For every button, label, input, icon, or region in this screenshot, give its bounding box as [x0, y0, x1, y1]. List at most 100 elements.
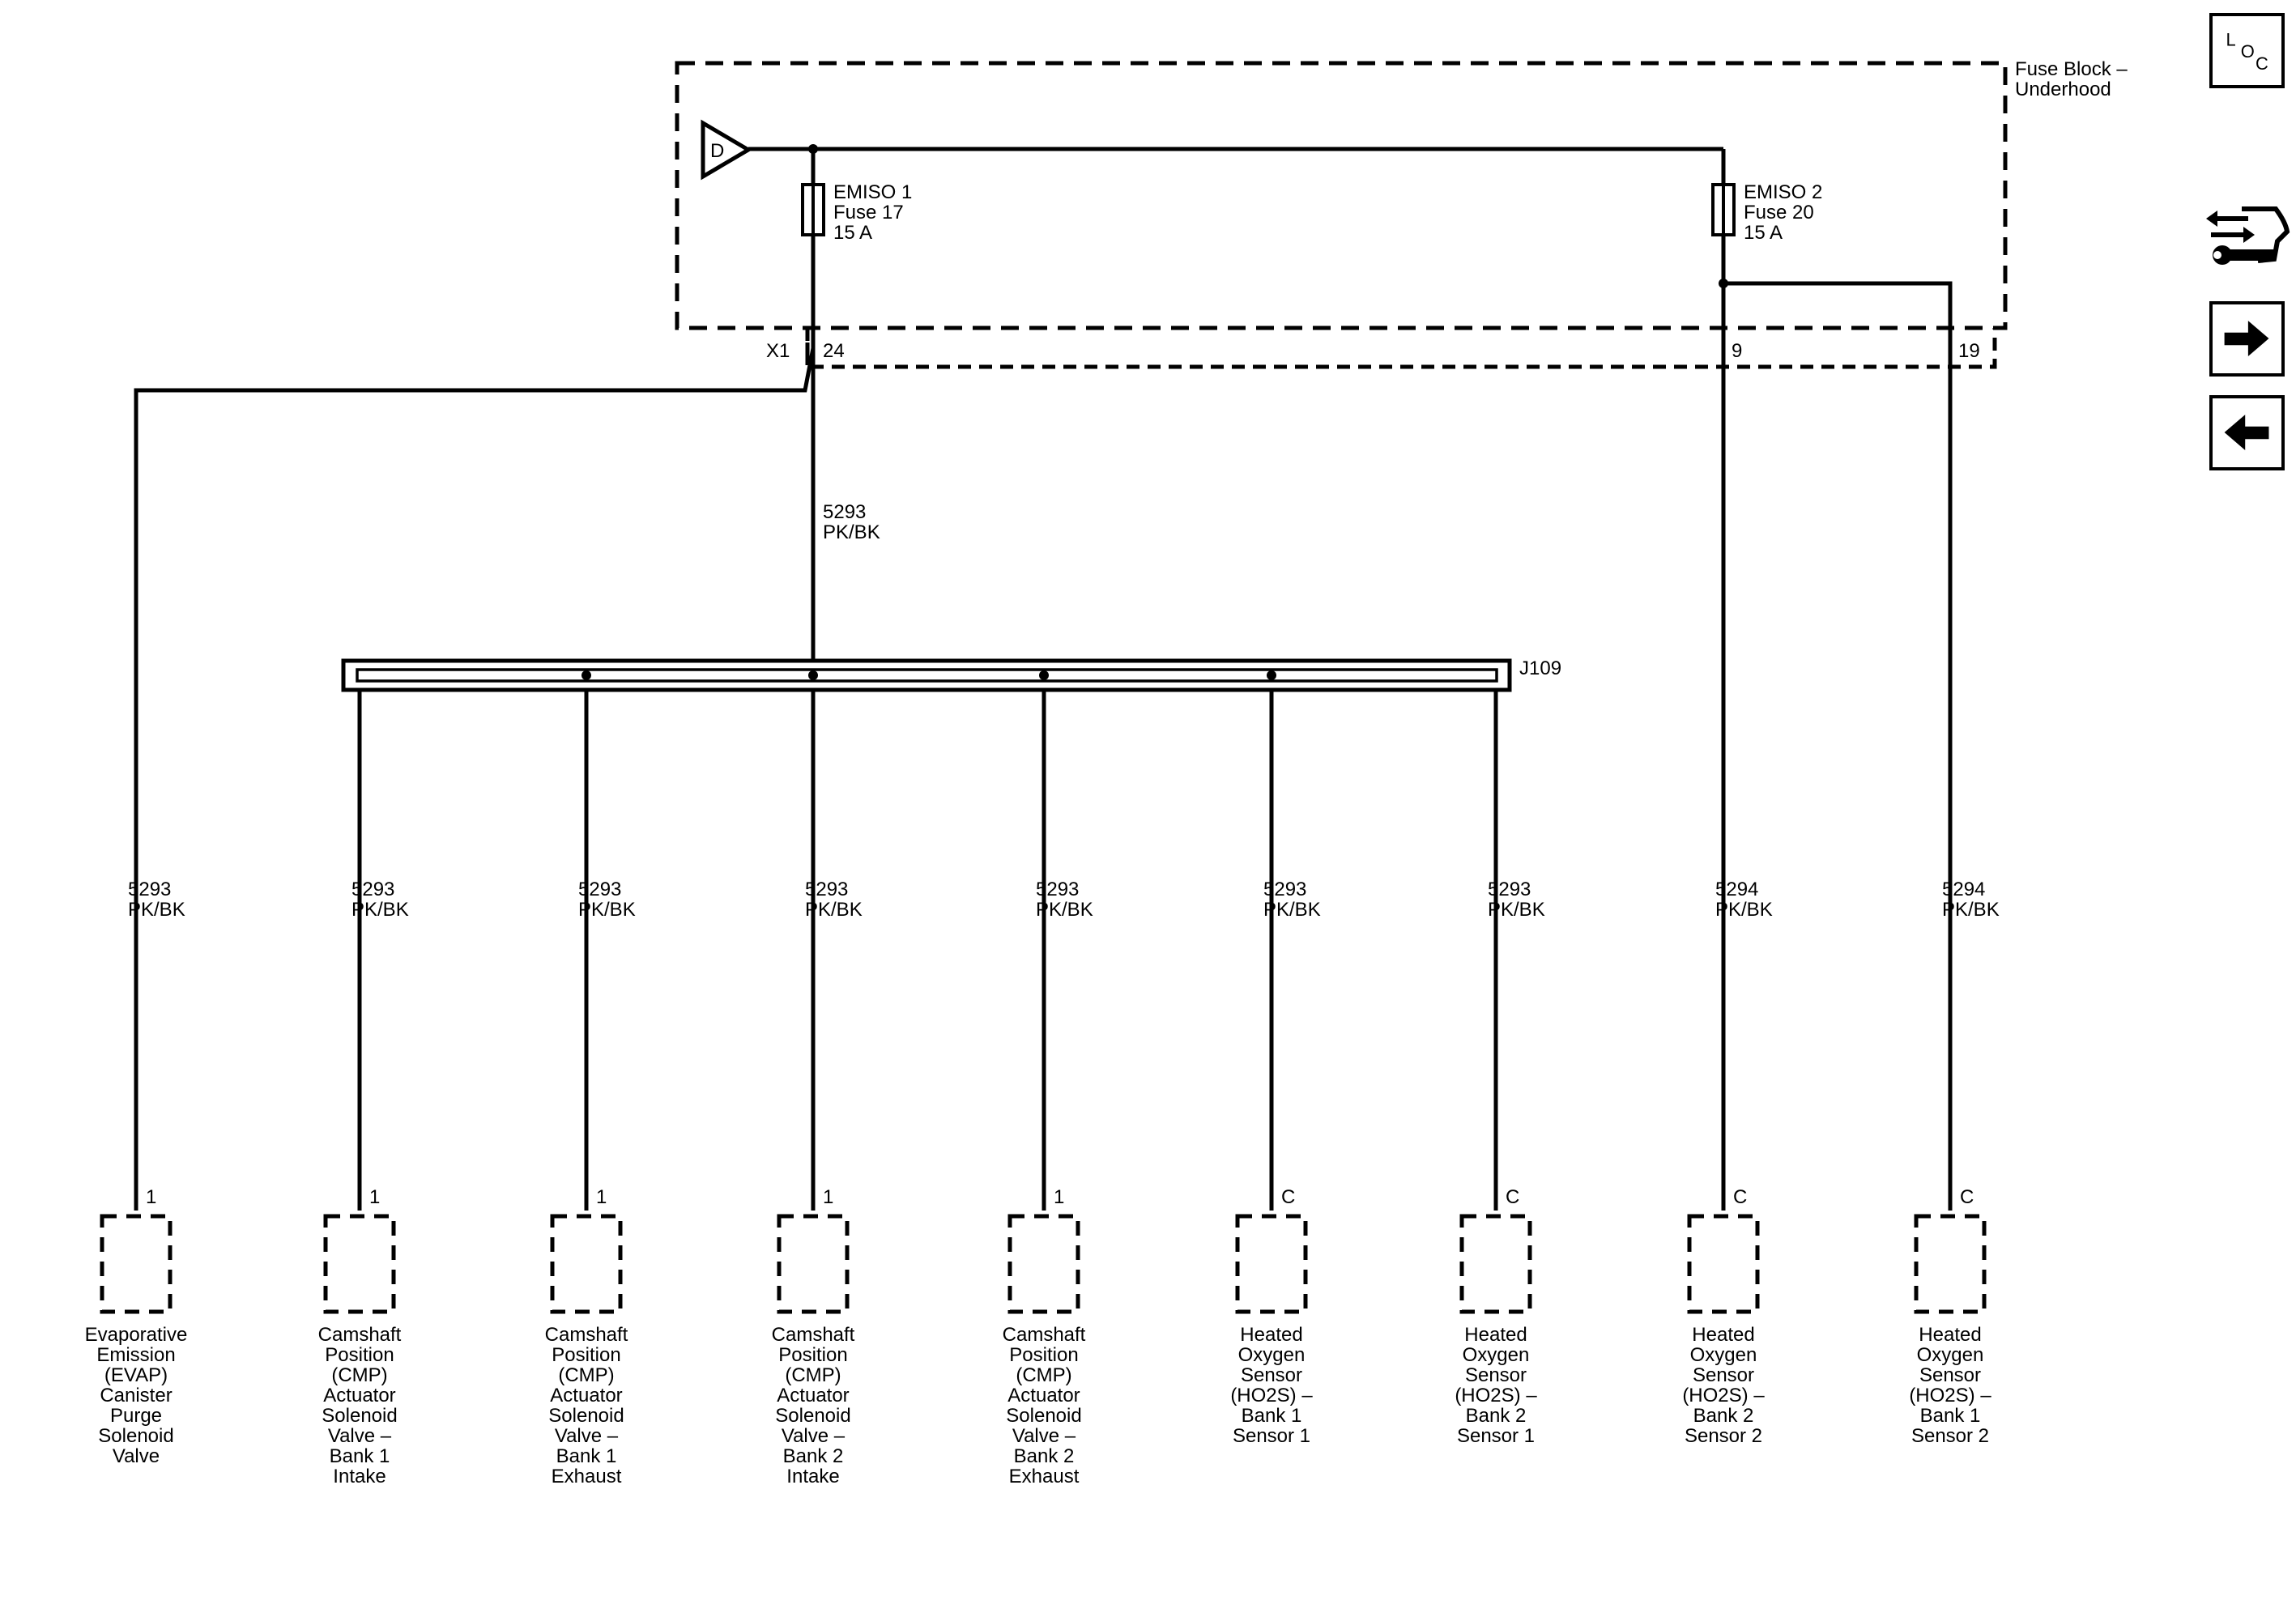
- component-outline: [323, 1214, 396, 1314]
- component-outline: [1235, 1214, 1308, 1314]
- trunk-circuit: 5293: [823, 501, 866, 523]
- component-label-line: Camshaft: [318, 1324, 402, 1346]
- component-label-line: (HO2S) –: [1455, 1385, 1537, 1406]
- location-button[interactable]: L O C: [2209, 13, 2285, 88]
- component-5: 5293PK/BK1CamshaftPosition(CMP)ActuatorS…: [1003, 879, 1093, 1487]
- component-label-line: Position: [778, 1344, 847, 1366]
- component-outline: [1914, 1214, 1987, 1314]
- pin-label: C: [1733, 1186, 1747, 1208]
- fuse-emiso-1: EMISO 1 Fuse 17 15 A: [801, 181, 912, 244]
- wire-circuit: 5293: [1263, 879, 1306, 900]
- component-label-line: Bank 1: [556, 1445, 617, 1467]
- pin-label: 1: [146, 1186, 156, 1208]
- component-label-line: Heated: [1692, 1324, 1754, 1346]
- component-label-line: (HO2S) –: [1682, 1385, 1765, 1406]
- component-label-line: Sensor: [1693, 1364, 1754, 1386]
- component-label-line: Position: [325, 1344, 394, 1366]
- component-label-line: Solenoid: [1006, 1405, 1081, 1427]
- component-label-line: Oxygen: [1917, 1344, 1984, 1366]
- component-1: 5293PK/BK1EvaporativeEmission(EVAP)Canis…: [85, 879, 188, 1467]
- component-label-line: Oxygen: [1690, 1344, 1757, 1366]
- source-triangle-icon: D: [701, 119, 752, 181]
- fuse-block-title-2: Underhood: [2015, 79, 2111, 100]
- component-label-line: Actuator: [323, 1385, 395, 1406]
- component-label-line: Valve –: [328, 1425, 392, 1447]
- component-label-line: (EVAP): [104, 1364, 168, 1386]
- source-symbol: D: [710, 140, 724, 162]
- component-label-line: Bank 1: [1920, 1405, 1981, 1427]
- component-label-line: Bank 1: [330, 1445, 390, 1467]
- wire-circuit: 5293: [351, 879, 394, 900]
- wire-circuit: 5293: [1036, 879, 1079, 900]
- fuse-2-rating: 15 A: [1744, 222, 1783, 244]
- pin-label: 1: [596, 1186, 607, 1208]
- wire-circuit: 5293: [128, 879, 171, 900]
- component-label-line: (CMP): [558, 1364, 614, 1386]
- junction-dot: [808, 144, 818, 154]
- diagnostic-info-button[interactable]: [2206, 202, 2290, 282]
- wire-circuit: 5294: [1942, 879, 1985, 900]
- component-outline: [550, 1214, 623, 1314]
- splice-pack-j109: J109: [341, 657, 1561, 692]
- component-label-line: Heated: [1919, 1324, 1981, 1346]
- pin-label: 1: [1054, 1186, 1064, 1208]
- component-label-line: Exhaust: [1009, 1466, 1080, 1487]
- wire-color: PK/BK: [1263, 899, 1321, 921]
- fuse-block-title-1: Fuse Block –: [2015, 58, 2128, 80]
- fuse-1-number: Fuse 17: [833, 202, 904, 223]
- svg-text:O: O: [2241, 41, 2255, 62]
- component-label-line: Solenoid: [548, 1405, 624, 1427]
- pin-24-label: 24: [823, 340, 845, 362]
- components: 5293PK/BK1EvaporativeEmission(EVAP)Canis…: [85, 879, 2000, 1487]
- fuse-1-rating: 15 A: [833, 222, 872, 244]
- fuse-emiso-2: EMISO 2 Fuse 20 15 A: [1711, 181, 1822, 244]
- component-label-line: Camshaft: [772, 1324, 855, 1346]
- arrow-left-icon: [2224, 415, 2269, 450]
- component-label-line: Sensor 1: [1233, 1425, 1310, 1447]
- component-label-line: Sensor 1: [1457, 1425, 1535, 1447]
- component-label-line: (HO2S) –: [1909, 1385, 1991, 1406]
- wire-circuit: 5293: [805, 879, 848, 900]
- component-label-line: Evaporative: [85, 1324, 188, 1346]
- component-label-line: Valve –: [1012, 1425, 1076, 1447]
- wire-circuit: 5293: [1488, 879, 1531, 900]
- component-label-line: Sensor: [1919, 1364, 1981, 1386]
- component-label-line: Position: [1009, 1344, 1078, 1366]
- wire-color: PK/BK: [578, 899, 636, 921]
- component-label-line: Valve –: [782, 1425, 846, 1447]
- component-outline: [100, 1214, 173, 1314]
- forward-button[interactable]: [2209, 301, 2285, 377]
- pin-label: C: [1960, 1186, 1974, 1208]
- trunk-color: PK/BK: [823, 521, 880, 543]
- fuse-2-number: Fuse 20: [1744, 202, 1814, 223]
- pin-label: C: [1281, 1186, 1295, 1208]
- component-label-line: Bank 1: [1242, 1405, 1302, 1427]
- component-label-line: Sensor: [1241, 1364, 1302, 1386]
- component-2: 5293PK/BK1CamshaftPosition(CMP)ActuatorS…: [318, 879, 409, 1487]
- component-label-line: Heated: [1464, 1324, 1527, 1346]
- wire-color: PK/BK: [1942, 899, 2000, 921]
- component-label-line: Solenoid: [775, 1405, 850, 1427]
- pin-label: C: [1506, 1186, 1519, 1208]
- component-label-line: Position: [552, 1344, 620, 1366]
- wire-color: PK/BK: [1715, 899, 1773, 921]
- pin-9-label: 9: [1732, 340, 1742, 362]
- component-label-line: Camshaft: [545, 1324, 628, 1346]
- svg-text:C: C: [2256, 53, 2268, 74]
- component-label-line: Bank 2: [783, 1445, 844, 1467]
- wire-color: PK/BK: [1036, 899, 1093, 921]
- wire-color: PK/BK: [1488, 899, 1545, 921]
- back-button[interactable]: [2209, 395, 2285, 470]
- component-label-line: Actuator: [1007, 1385, 1080, 1406]
- wire-circuit: 5294: [1715, 879, 1758, 900]
- pin-label: 1: [369, 1186, 380, 1208]
- component-label-line: Valve: [113, 1445, 160, 1467]
- connector-x1-label: X1: [766, 340, 790, 362]
- component-label-line: Purge: [110, 1405, 162, 1427]
- component-outline: [1687, 1214, 1760, 1314]
- component-label-line: (CMP): [1016, 1364, 1071, 1386]
- component-label-line: Actuator: [777, 1385, 849, 1406]
